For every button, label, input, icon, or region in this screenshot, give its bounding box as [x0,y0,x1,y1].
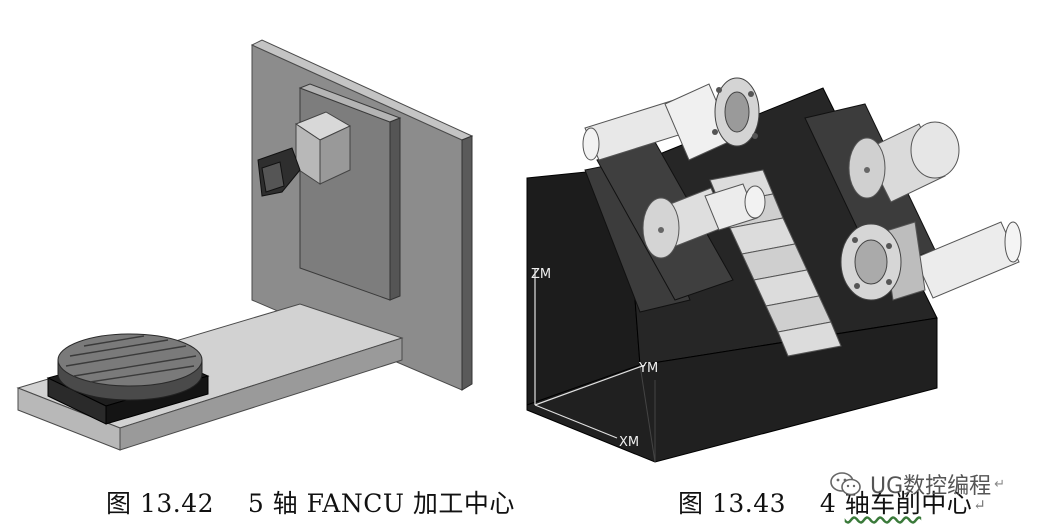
caption-right-title-prefix: 4 [819,489,845,518]
spindle-nose [261,161,285,193]
top-spindle [582,77,760,161]
ym-axis-line [534,364,646,406]
middle-spindle [642,183,766,259]
return-mark: ↵ [973,496,987,514]
figure-4-axis-turning-center: ZM YM XM [505,0,1052,470]
table-t-slots [65,335,197,383]
axis-label-zm: ZM [531,267,551,282]
caption-right-title-suffix: 中心 [921,489,973,518]
caption-left-title: 5 轴 FANCU 加工中心 [247,489,515,518]
figure-5-axis-machining-center [0,0,500,470]
watermark-text: UG数控编程 [870,474,992,499]
vertical-slide-side [389,117,401,301]
axis-label-ym: YM [638,361,658,376]
spindle-head-right [319,125,351,185]
caption-figure-13-43: 图 13.43 4 轴车削中心↵ [678,484,986,520]
watermark-return-mark: ↵ [994,476,1006,492]
base-side-face [119,337,403,451]
caption-right-title-underlined: 轴车削 [844,489,922,518]
wechat-icon [830,472,861,496]
caption-right-number: 图 13.43 [678,489,787,518]
column-side-face [461,135,473,391]
watermark: UG数控编程↵ [830,468,1005,500]
turning-center-drawing: ZM YM XM [526,77,1022,463]
machining-center-drawing [16,39,474,451]
axis-label-xm: XM [619,435,639,450]
caption-left-number: 图 13.42 [106,489,215,518]
right-spindle [848,121,960,203]
xm-axis-line [534,404,618,439]
rotary-table-top [57,333,203,387]
lower-right-chuck [840,221,1022,301]
caption-figure-13-42: 图 13.42 5 轴 FANCU 加工中心 [106,484,515,520]
